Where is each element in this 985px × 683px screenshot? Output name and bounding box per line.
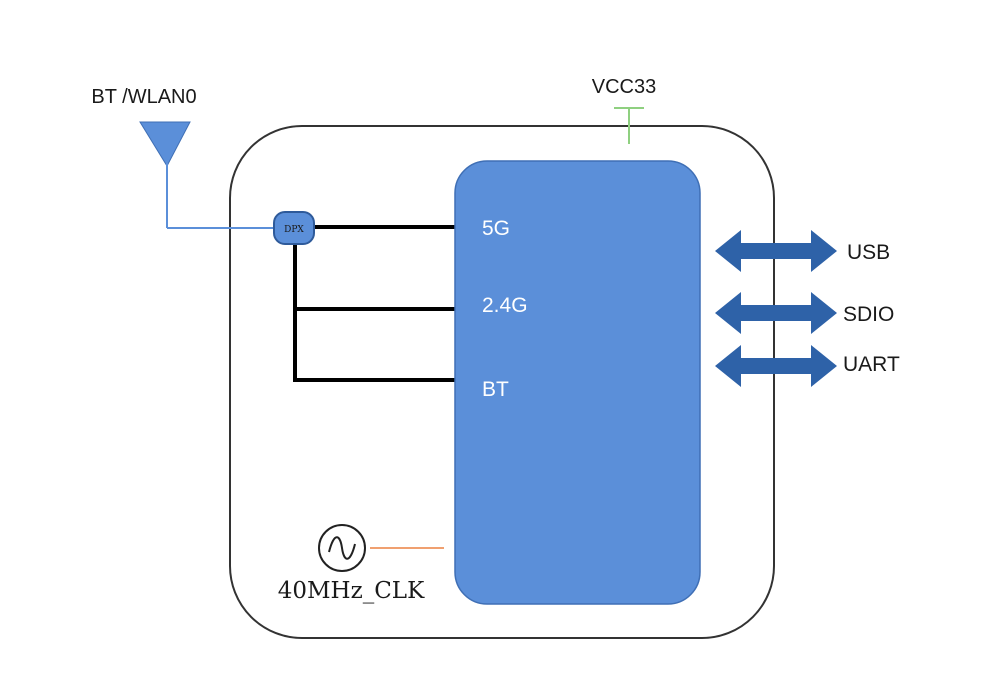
antenna-label: BT /WLAN0 <box>91 86 196 108</box>
clock-label: 40MHz_CLK <box>278 578 425 604</box>
chip-port-2g4: 2.4G <box>482 294 528 317</box>
antenna-icon <box>139 121 278 229</box>
duplexer-label: DPX <box>284 225 304 235</box>
vcc-label: VCC33 <box>592 76 656 98</box>
chip-port-5g: 5G <box>482 217 510 240</box>
sine-wave-icon <box>318 524 366 572</box>
uart-arrow <box>715 345 837 387</box>
uart-label: UART <box>843 353 900 376</box>
sdio-arrow <box>715 292 837 334</box>
sdio-label: SDIO <box>843 303 894 326</box>
chip-port-bt: BT <box>482 378 509 401</box>
usb-label: USB <box>847 241 890 264</box>
usb-arrow <box>715 230 837 272</box>
chip-block <box>454 160 701 605</box>
duplexer-node: DPX <box>273 211 315 245</box>
rf-lines <box>293 225 455 382</box>
